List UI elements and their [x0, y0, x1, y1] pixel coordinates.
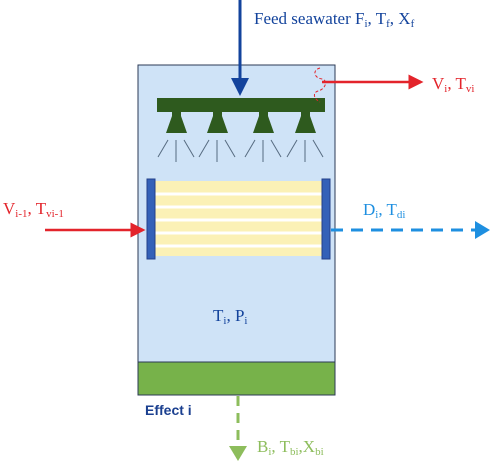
spray-nozzle	[295, 112, 316, 133]
brine-pool	[137, 361, 336, 396]
heating-vapor-label: Vi-1, Tvi-1	[3, 199, 64, 220]
vapor-squiggle	[313, 67, 326, 103]
spray-lines	[157, 139, 324, 162]
spray-nozzle	[253, 112, 274, 133]
vapor-out-label: Vi, Tvi	[432, 74, 475, 95]
tube-separators	[154, 192, 324, 248]
effect-label: Effect i	[145, 402, 192, 418]
state-label: Ti, Pi	[213, 306, 248, 327]
spray-nozzle	[207, 112, 228, 133]
spray-nozzle	[166, 112, 187, 133]
spray-header-bar	[157, 98, 325, 112]
tube-sheet-left	[146, 178, 156, 260]
distillate-label: Di, Tdi	[363, 200, 406, 221]
brine-label: Bi, Tbi,Xbi	[257, 437, 324, 458]
tube-sheet-right	[321, 178, 331, 260]
spray-nozzles	[166, 112, 316, 133]
feed-label: Feed seawater Fi, Tf, Xf	[254, 9, 415, 30]
